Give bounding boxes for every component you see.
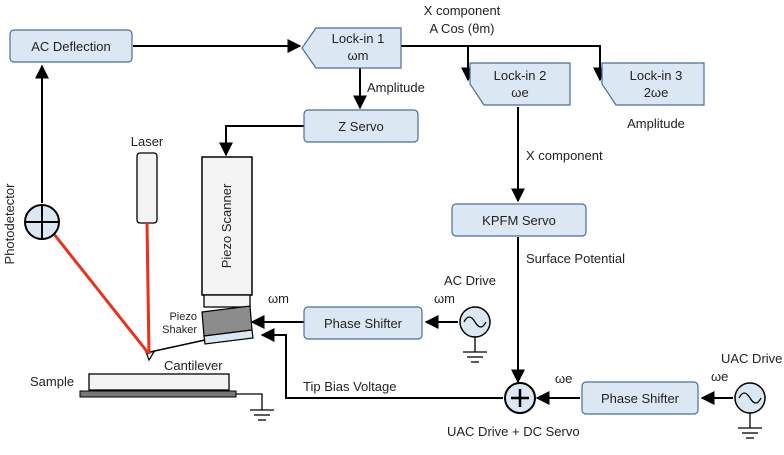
ac-drive-label: AC Drive	[444, 273, 496, 288]
shaker-frequency: ωm	[268, 291, 289, 306]
phase-shifter-1-label: Phase Shifter	[324, 316, 403, 331]
cantilever: Cantilever	[145, 339, 223, 373]
lockin2-block: Lock-in 2 ωe	[469, 62, 571, 106]
z-servo-block: Z Servo	[303, 109, 419, 143]
uac-drive-label: UAC Drive	[721, 351, 782, 366]
phase-shifter-1-block: Phase Shifter	[303, 306, 423, 340]
x-component-top-label: X component	[424, 3, 501, 18]
photodetector: Photodetector	[2, 183, 60, 265]
laser: Laser	[131, 134, 164, 224]
lockin2-frequency: ωe	[511, 85, 528, 100]
sample-label: Sample	[30, 374, 74, 389]
amplitude-1-label: Amplitude	[367, 80, 425, 95]
zservo-to-scanner-arrow	[219, 125, 304, 157]
ac-deflection-block: AC Deflection	[9, 29, 133, 63]
kpfm-servo-label: KPFM Servo	[482, 213, 556, 228]
sine-wave-icon	[738, 392, 762, 404]
lockin2-label: Lock-in 2	[494, 68, 547, 83]
laser-beam	[44, 222, 151, 355]
piezo-shaker-label-1: Piezo	[169, 311, 197, 323]
ac-deflection-label: AC Deflection	[31, 39, 110, 54]
a-cos-label: A Cos (θm)	[429, 21, 494, 36]
sum-frequency: ωe	[555, 371, 572, 386]
kpfm-servo-block: KPFM Servo	[451, 203, 587, 237]
signal-labels: X component A Cos (θm) Amplitude Amplitu…	[268, 3, 782, 439]
lockin1-to-lockin3-arrow	[468, 45, 607, 82]
phase-shifter-2-block: Phase Shifter	[581, 381, 699, 415]
lockin1-block: Lock-in 1 ωm	[301, 27, 402, 69]
ac-drive-frequency: ωm	[434, 291, 455, 306]
surface-potential-label: Surface Potential	[526, 251, 625, 266]
lockin1-frequency: ωm	[348, 48, 369, 63]
lockin3-frequency: 2ωe	[644, 85, 669, 100]
piezo-scanner-label: Piezo Scanner	[219, 183, 234, 268]
x-component-mid-label: X component	[526, 148, 603, 163]
z-servo-label: Z Servo	[338, 119, 384, 134]
photodetector-label: Photodetector	[2, 183, 17, 265]
tip-bias-label: Tip Bias Voltage	[303, 379, 396, 394]
sample: Sample	[30, 373, 274, 421]
uac-drive-frequency: ωe	[711, 369, 728, 384]
amplitude-3-label: Amplitude	[627, 116, 685, 131]
summing-junction	[504, 382, 536, 414]
signal-lines	[35, 39, 733, 405]
uac-drive-source	[734, 382, 766, 439]
lockin1-to-lockin2-arrow	[401, 45, 475, 82]
lockin3-label: Lock-in 3	[630, 68, 683, 83]
tip-bias-arrow	[260, 328, 503, 399]
cantilever-label: Cantilever	[164, 358, 223, 373]
lockin1-label: Lock-in 1	[332, 31, 385, 46]
piezo-shaker: Piezo Shaker	[162, 305, 254, 345]
piezo-scanner: Piezo Scanner	[201, 156, 253, 308]
lockin3-block: Lock-in 3 2ωe	[601, 62, 705, 106]
sine-wave-icon	[463, 316, 487, 328]
laser-label: Laser	[131, 134, 164, 149]
piezo-shaker-label-2: Shaker	[162, 324, 197, 336]
sum-output-label: UAC Drive + DC Servo	[447, 424, 580, 439]
phase-shifter-2-label: Phase Shifter	[601, 391, 680, 406]
ac-drive-source	[459, 306, 491, 363]
